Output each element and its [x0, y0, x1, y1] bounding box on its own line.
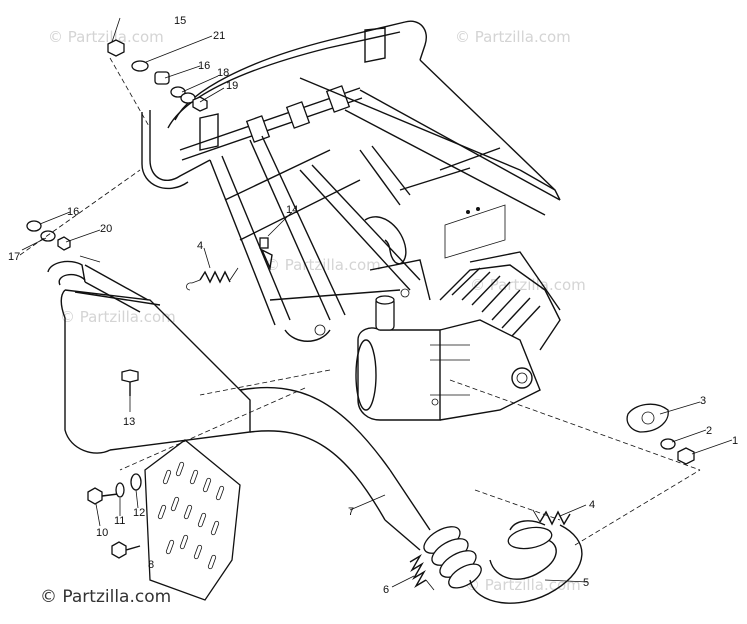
callout-11: 11	[114, 515, 125, 527]
callout-labels: 1 2 3 4 4 5 6 7 8 10 11 12 13 14 15 16 1…	[8, 15, 738, 596]
callout-15: 15	[174, 15, 186, 27]
callout-1: 1	[732, 435, 738, 447]
watermark-bottom-left: © Partzilla.com	[40, 587, 171, 607]
callout-10: 10	[96, 527, 108, 539]
engine-drawing	[355, 251, 561, 421]
callout-7: 7	[348, 506, 354, 518]
heat-shield-drawing	[144, 439, 241, 601]
watermark-mid-right: © Partzilla.com	[470, 276, 586, 294]
frame-drawing	[141, 20, 561, 342]
watermark-center: © Partzilla.com	[265, 256, 381, 274]
watermark-mid-left: © Partzilla.com	[60, 308, 176, 326]
header-pipe-drawing	[469, 520, 583, 604]
leader-lines	[19, 17, 733, 588]
callout-5: 5	[583, 577, 589, 589]
callout-6: 6	[383, 584, 389, 596]
callout-12: 12	[133, 507, 145, 519]
watermark-top-right: © Partzilla.com	[455, 28, 571, 46]
callout-16-left: 16	[67, 206, 79, 218]
callout-3: 3	[700, 395, 706, 407]
callout-17: 17	[8, 251, 20, 263]
callout-20: 20	[100, 223, 112, 235]
callout-13: 13	[123, 416, 135, 428]
callout-2: 2	[706, 425, 712, 437]
callout-4-upper: 4	[197, 240, 203, 252]
callout-18: 18	[217, 67, 229, 79]
callout-19: 19	[226, 80, 238, 92]
callout-16-upper: 16	[198, 60, 210, 72]
callout-8: 8	[148, 559, 154, 571]
callout-21: 21	[213, 30, 225, 42]
watermark-top-left: © Partzilla.com	[48, 28, 164, 46]
muffler-drawing	[47, 260, 482, 589]
fasteners	[26, 39, 695, 591]
callout-4-lower: 4	[589, 499, 595, 511]
callout-14: 14	[286, 204, 298, 216]
